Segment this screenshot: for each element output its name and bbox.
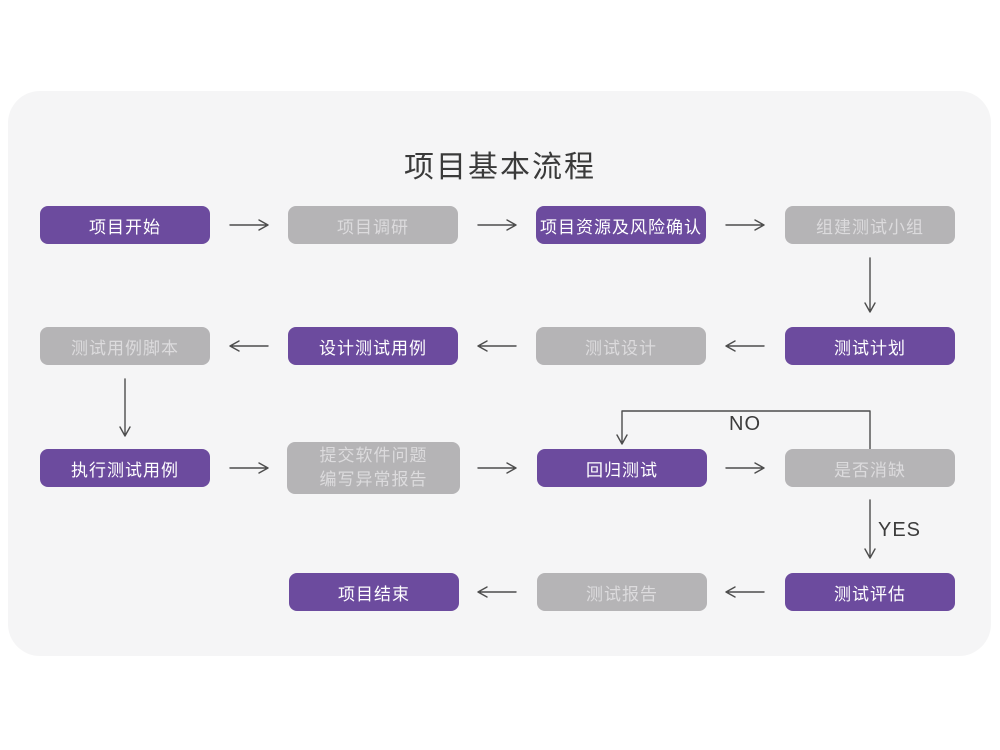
node-execute-test-cases: 执行测试用例 [40,449,210,487]
node-project-end: 项目结束 [289,573,459,611]
flowchart-card [8,91,991,656]
node-line-1: 提交软件问题 [319,446,428,465]
node-project-research: 项目调研 [288,206,458,244]
node-line-2: 编写异常报告 [319,470,428,489]
edge-label-no: NO [729,413,761,435]
node-test-evaluation: 测试评估 [785,573,955,611]
node-test-design: 测试设计 [536,327,706,365]
node-submit-issues-report: 提交软件问题 编写异常报告 [287,442,460,494]
node-project-start: 项目开始 [40,206,210,244]
page-title: 项目基本流程 [404,151,596,184]
node-test-case-script: 测试用例脚本 [40,327,210,365]
node-defect-cleared: 是否消缺 [785,449,955,487]
node-resources-risk-confirm: 项目资源及风险确认 [536,206,706,244]
node-build-test-team: 组建测试小组 [785,206,955,244]
node-test-report: 测试报告 [537,573,707,611]
node-test-plan: 测试计划 [785,327,955,365]
node-design-test-cases: 设计测试用例 [288,327,458,365]
edge-label-yes: YES [878,519,922,541]
node-regression-test: 回归测试 [537,449,707,487]
